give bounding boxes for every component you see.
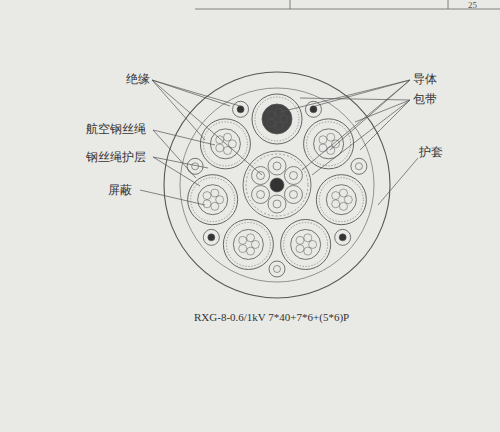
cable-model: RXG-8-0.6/1kV 7*40+7*6+(5*6)P (194, 311, 349, 324)
table-fragment (195, 0, 500, 9)
power-core (304, 119, 354, 169)
part-name: 钢丝绳护层 (86, 150, 146, 164)
power-core (223, 219, 273, 269)
small-core (269, 261, 285, 277)
part-name: 屏蔽 (108, 183, 132, 197)
part-name: 包带 (413, 92, 437, 106)
part-name: 航空钢丝绳 (86, 122, 146, 136)
power-core (281, 219, 331, 269)
part-name: 护套 (419, 145, 443, 159)
center-bundle (243, 151, 311, 219)
power-core (316, 175, 366, 225)
table-cell: 25 (468, 0, 477, 11)
steel-wire-rope (335, 229, 351, 245)
small-core (351, 158, 367, 174)
part-name: 绝缘 (126, 72, 150, 86)
leader-lines (140, 80, 418, 205)
power-core (252, 94, 302, 144)
steel-wire-rope (233, 101, 249, 117)
part-name: 导体 (413, 72, 437, 86)
power-core (188, 175, 238, 225)
wrapping-tape (180, 88, 374, 282)
steel-wire-rope (203, 229, 219, 245)
